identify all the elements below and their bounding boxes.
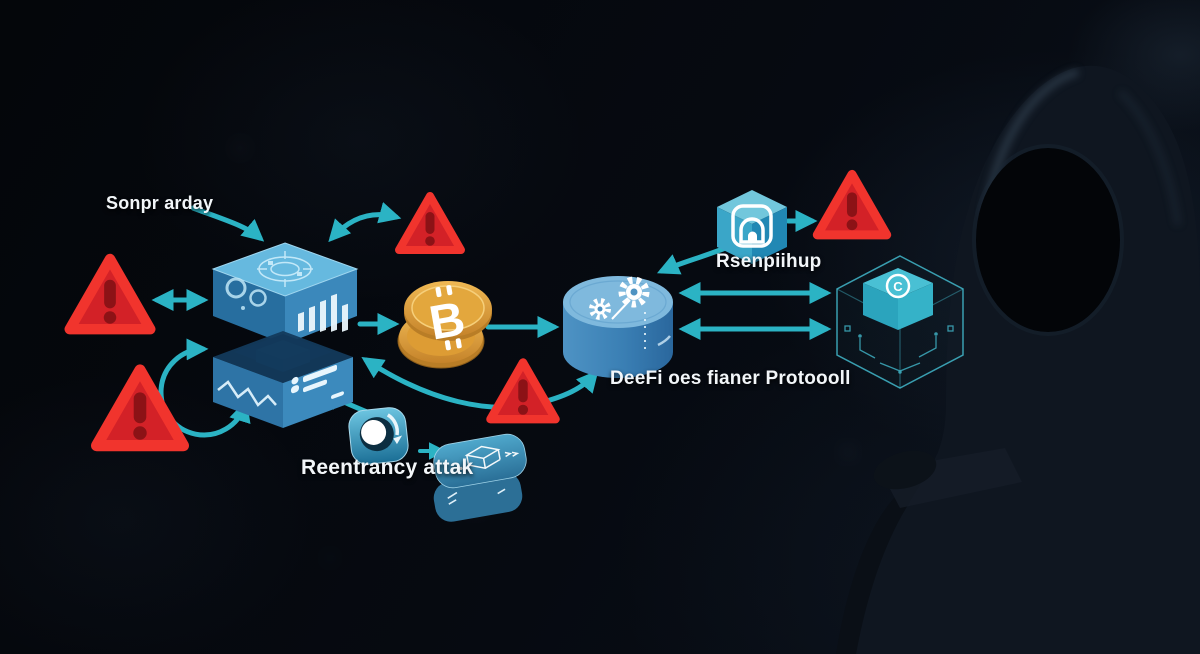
arrow-hexagon-to-database bbox=[656, 244, 731, 275]
contract-stack-label: Sonpr arday bbox=[106, 193, 214, 213]
circuit-traces bbox=[844, 325, 954, 374]
warning-triangle-icon-top-middle bbox=[395, 192, 465, 254]
protocol-database-icon bbox=[563, 276, 673, 378]
warning-triangle-icon-left-top bbox=[64, 253, 156, 335]
arrow-label-to-blocks bbox=[190, 205, 265, 242]
shield-stack-icon bbox=[433, 433, 527, 522]
bar-chart-glyph bbox=[298, 293, 348, 333]
defi-protocol-label: DeeFi oes fianer Protoooll bbox=[610, 368, 851, 389]
warning-triangle-icon-left-bottom bbox=[91, 364, 189, 452]
oracle-hexagon-icon bbox=[717, 190, 787, 264]
reentrancy-attack-label: Reentrancy attak bbox=[301, 456, 474, 479]
wireframe-cube-icon: C bbox=[836, 255, 964, 389]
hooded-hacker-figure bbox=[836, 65, 1200, 654]
contract-block-stack-icon bbox=[211, 242, 359, 428]
copyright-glyph: C bbox=[893, 279, 903, 294]
warning-triangle-icon-middle bbox=[486, 358, 560, 424]
dial-glyphs bbox=[225, 277, 267, 310]
arrow-blocks-to-warning-top bbox=[328, 202, 402, 243]
arrow-blocks-database-curve bbox=[361, 356, 599, 410]
circuit-pattern bbox=[257, 251, 313, 287]
text-lines-glyph bbox=[291, 364, 344, 399]
warning-triangle-icon-top-right bbox=[812, 169, 892, 240]
tablet-silhouette bbox=[880, 448, 1022, 508]
gears-icon bbox=[589, 276, 650, 320]
line-chart-glyph bbox=[217, 380, 277, 407]
hood-face-shadow bbox=[976, 148, 1120, 332]
bitcoin-coins-icon: B bbox=[397, 281, 492, 369]
reentrancy-loop-icon bbox=[348, 407, 409, 465]
oracle-label: Rsenpiihup bbox=[716, 251, 822, 272]
hand-silhouette bbox=[873, 450, 937, 490]
